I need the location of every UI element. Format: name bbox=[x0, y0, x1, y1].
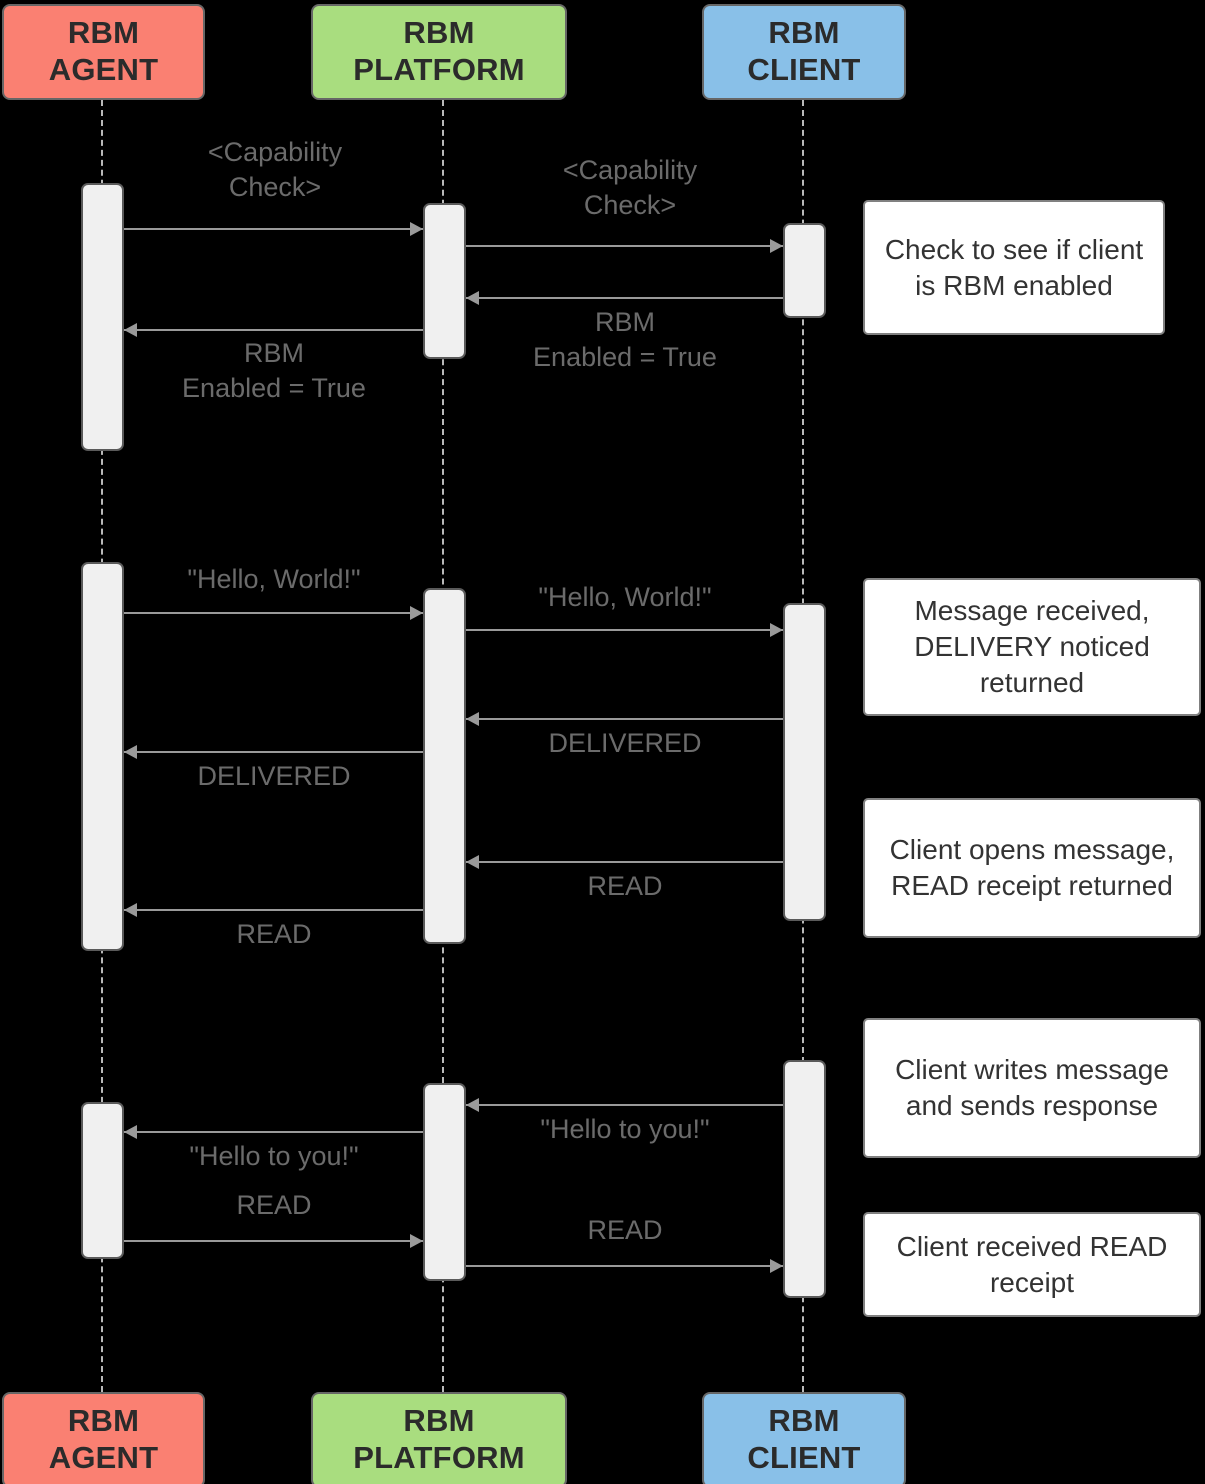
message-label-m6: "Hello, World!" bbox=[538, 582, 712, 612]
participant-label-line2: PLATFORM bbox=[353, 1440, 525, 1475]
message-label-m4: RBM Enabled = True bbox=[182, 338, 366, 404]
message-line-m4 bbox=[124, 329, 423, 331]
participant-label-line2: CLIENT bbox=[747, 52, 861, 87]
note-text: Client opens message, READ receipt retur… bbox=[889, 834, 1175, 901]
participant-label-line2: AGENT bbox=[48, 52, 159, 87]
participant-label-line1: RBM bbox=[67, 15, 140, 51]
message-label-m3: RBM Enabled = True bbox=[533, 307, 717, 373]
activation-bar-platform-a1 bbox=[423, 203, 466, 359]
message-label-m13: READ bbox=[236, 1190, 312, 1220]
participant-label-line1: RBM bbox=[403, 15, 475, 51]
message-line-m1 bbox=[124, 228, 423, 230]
arrow-head-m14 bbox=[770, 1259, 783, 1273]
participant-label-line1: RBM bbox=[67, 1403, 140, 1439]
participant-label-line2: PLATFORM bbox=[353, 52, 525, 87]
arrow-head-m12 bbox=[124, 1125, 137, 1139]
message-line-m6 bbox=[466, 629, 783, 631]
arrow-head-m6 bbox=[770, 623, 783, 637]
note-text: Client received READ receipt bbox=[896, 1230, 1168, 1298]
message-label-m9: READ bbox=[587, 871, 663, 901]
activation-bar-agent-a3 bbox=[81, 1102, 124, 1259]
activation-bar-client-a3 bbox=[783, 1060, 826, 1298]
arrow-head-m4 bbox=[124, 323, 137, 337]
message-line-m5 bbox=[124, 612, 423, 614]
message-line-m14 bbox=[466, 1265, 783, 1267]
message-label-m2: <Capability Check> bbox=[562, 155, 698, 221]
message-line-m12 bbox=[124, 1131, 423, 1133]
message-label-m1: <Capability Check> bbox=[207, 137, 343, 203]
arrow-head-m11 bbox=[466, 1098, 479, 1112]
arrow-head-m9 bbox=[466, 855, 479, 869]
message-line-m11 bbox=[466, 1104, 783, 1106]
note-text: Check to see if client is RBM enabled bbox=[884, 233, 1144, 301]
note-note5: Client received READ receipt bbox=[863, 1212, 1201, 1317]
message-label-m5: "Hello, World!" bbox=[187, 564, 361, 594]
activation-bar-agent-a2 bbox=[81, 562, 124, 951]
arrow-head-m8 bbox=[124, 745, 137, 759]
participant-label-line1: RBM bbox=[768, 1403, 840, 1439]
message-label-m11: "Hello to you!" bbox=[540, 1114, 710, 1144]
participant-label-line1: RBM bbox=[403, 1403, 475, 1439]
participant-label-line2: CLIENT bbox=[747, 1440, 861, 1475]
participant-label-line2: AGENT bbox=[48, 1440, 159, 1475]
message-line-m13 bbox=[124, 1240, 423, 1242]
note-note3: Client opens message, READ receipt retur… bbox=[863, 798, 1201, 938]
message-label-m14: READ bbox=[587, 1215, 663, 1245]
arrow-head-m10 bbox=[124, 903, 137, 917]
activation-bar-platform-a2 bbox=[423, 588, 466, 944]
note-note4: Client writes message and sends response bbox=[863, 1018, 1201, 1158]
message-label-m8: DELIVERED bbox=[197, 761, 351, 791]
arrow-head-m5 bbox=[410, 606, 423, 620]
activation-bar-agent-a1 bbox=[81, 183, 124, 451]
arrow-head-m13 bbox=[410, 1234, 423, 1248]
message-label-m10: READ bbox=[236, 919, 312, 949]
message-line-m7 bbox=[466, 718, 783, 720]
note-text: Message received, DELIVERY noticed retur… bbox=[914, 595, 1150, 698]
note-note1: Check to see if client is RBM enabled bbox=[863, 200, 1165, 335]
arrow-head-m7 bbox=[466, 712, 479, 726]
note-note2: Message received, DELIVERY noticed retur… bbox=[863, 578, 1201, 716]
message-line-m9 bbox=[466, 861, 783, 863]
message-label-m12: "Hello to you!" bbox=[189, 1141, 359, 1171]
activation-bar-client-a1 bbox=[783, 223, 826, 318]
arrow-head-m1 bbox=[410, 222, 423, 236]
note-text: Client writes message and sends response bbox=[895, 1054, 1169, 1121]
message-line-m3 bbox=[466, 297, 783, 299]
arrow-head-m3 bbox=[466, 291, 479, 305]
arrow-head-m2 bbox=[770, 239, 783, 253]
message-line-m8 bbox=[124, 751, 423, 753]
message-line-m10 bbox=[124, 909, 423, 911]
activation-bar-platform-a3 bbox=[423, 1083, 466, 1281]
activation-bar-client-a2 bbox=[783, 603, 826, 921]
message-label-m7: DELIVERED bbox=[548, 728, 702, 758]
message-line-m2 bbox=[466, 245, 783, 247]
participant-label-line1: RBM bbox=[768, 15, 840, 51]
